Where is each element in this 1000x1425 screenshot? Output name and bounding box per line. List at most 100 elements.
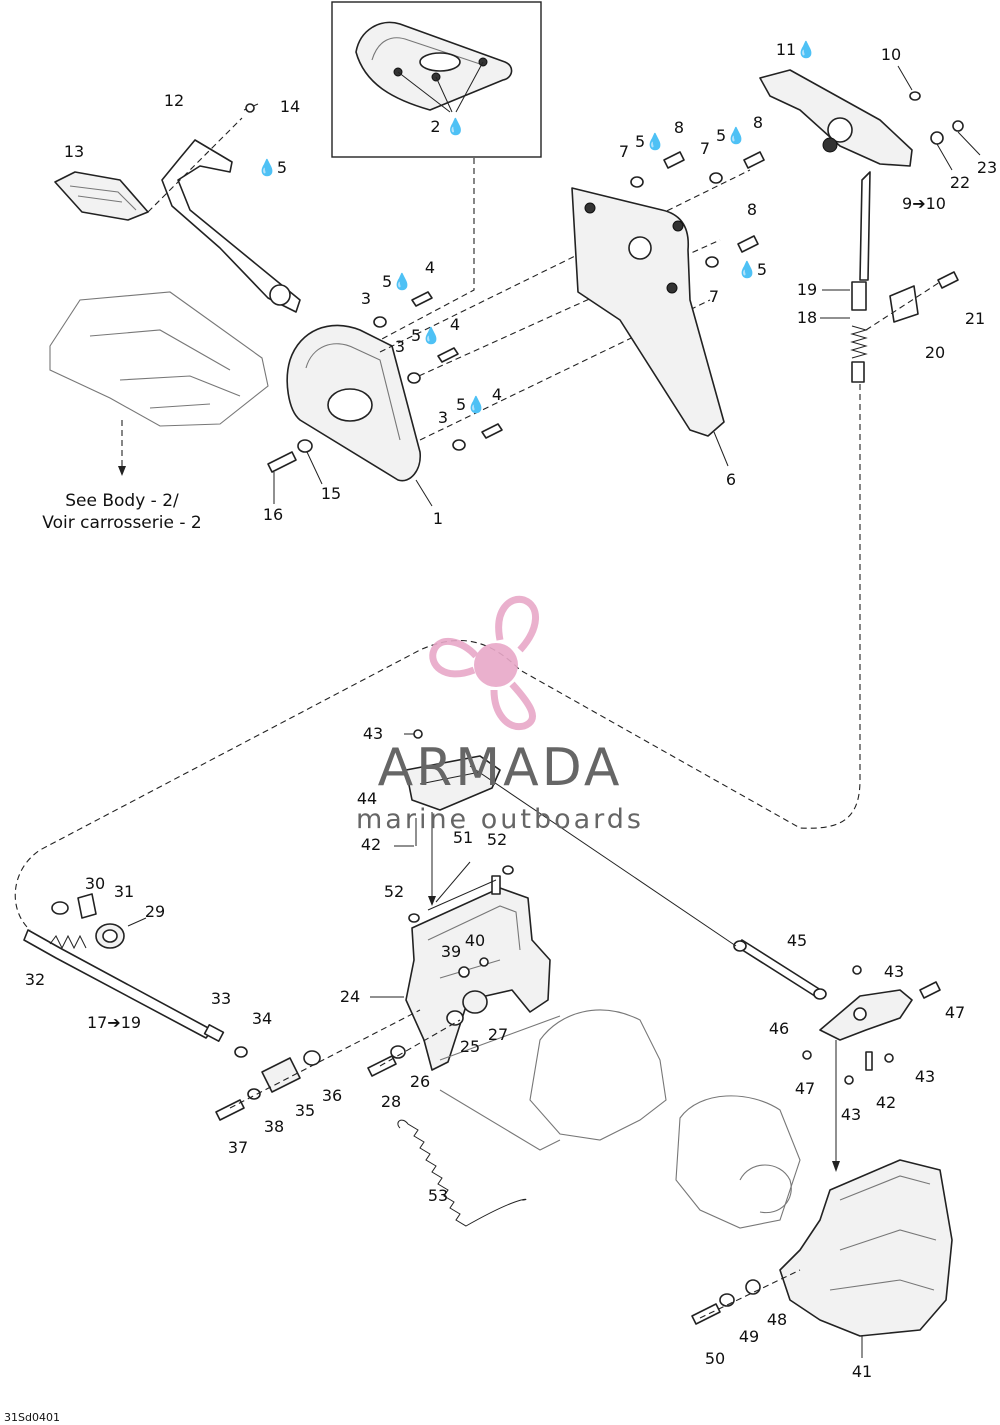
cable-route <box>14 384 861 931</box>
axis-line <box>379 1019 461 1067</box>
bracket-11-gear <box>822 137 838 153</box>
callout-7a: 7 <box>618 142 630 161</box>
rod-axis <box>469 765 737 947</box>
callout-12: 12 <box>163 91 185 110</box>
washer-3 <box>407 372 421 384</box>
screw-4 <box>481 423 503 439</box>
callout-29: 29 <box>144 902 166 921</box>
screw-14 <box>245 103 255 113</box>
washer-3 <box>373 316 387 328</box>
cable-fitting-19 <box>851 281 867 311</box>
callout-42a: 42 <box>360 835 382 854</box>
callout-19a: 19 <box>796 280 818 299</box>
leaders-10-22-23 <box>897 65 981 171</box>
axis-line <box>229 1009 421 1109</box>
callout-5e: 5💧 <box>634 132 666 151</box>
see-body-note-line-en: See Body - 2/ <box>65 491 179 511</box>
callout-22: 22 <box>949 173 971 192</box>
callout-16: 16 <box>262 505 284 524</box>
nut-43 <box>413 729 423 739</box>
rod-45-eye <box>813 988 827 1000</box>
leaders-43-42 <box>394 733 417 847</box>
arrow-head <box>832 1161 840 1172</box>
callout-49: 49 <box>738 1327 760 1346</box>
callout-6: 6 <box>725 470 737 489</box>
axis-line <box>865 281 941 331</box>
foot-pad <box>54 171 149 221</box>
plate-6-rivet <box>666 282 678 294</box>
callout-7c: 7 <box>708 287 720 306</box>
washer-7 <box>630 176 644 188</box>
bracket-44-edge <box>419 771 481 785</box>
callout-5c: 5💧 <box>410 326 442 345</box>
washer-7 <box>709 172 723 184</box>
washer-3 <box>452 439 466 451</box>
callout-45: 45 <box>786 931 808 950</box>
callout-21: 21 <box>964 309 986 328</box>
housing-1-inner <box>305 343 401 441</box>
see-body-note-line-fr: Voir carrosserie - 2 <box>42 513 202 533</box>
washer-25 <box>446 1010 464 1026</box>
see-body-note: See Body - 2/ Voir carrosserie - 2 <box>42 490 201 534</box>
washer-22 <box>930 131 944 145</box>
callout-38: 38 <box>263 1117 285 1136</box>
lever-hub <box>269 284 291 306</box>
nut-52 <box>502 865 514 875</box>
watermark-brand-name: ARMADA <box>377 738 623 798</box>
screw-8 <box>743 151 765 169</box>
pump-ghost <box>529 1009 667 1141</box>
figure-code: 31Sd0401 <box>4 1411 60 1424</box>
spring-53 <box>397 1119 527 1227</box>
washer-7 <box>705 256 719 268</box>
leaders-19-18 <box>820 289 850 319</box>
pump-ghost-ring <box>739 1164 792 1214</box>
nut-23 <box>952 120 964 132</box>
callout-2: 2 💧 <box>430 117 466 136</box>
callout-11: 11💧 <box>775 40 817 59</box>
callout-9: 9➔10 <box>902 194 946 213</box>
callout-48: 48 <box>766 1310 788 1329</box>
callout-43b: 43 <box>883 962 905 981</box>
arrow-head <box>428 896 436 906</box>
callout-3c: 3 <box>437 408 449 427</box>
callout-5d: 5💧 <box>455 395 487 414</box>
callout-4b: 4 <box>449 315 461 334</box>
reverse-gate-41 <box>779 1159 953 1337</box>
cable-end-33 <box>203 1024 225 1042</box>
washer-49 <box>719 1293 735 1307</box>
housing-1-hole <box>327 388 373 422</box>
pin-51 <box>491 875 501 895</box>
foot-pad-ridges <box>69 185 137 211</box>
inset-bracket-edge <box>371 37 481 65</box>
callout-39: 39 <box>440 942 462 961</box>
screw-4 <box>437 347 459 363</box>
callout-46: 46 <box>768 1019 790 1038</box>
nut-43 <box>844 1075 854 1085</box>
callout-26: 26 <box>409 1072 431 1091</box>
callout-52b: 52 <box>383 882 405 901</box>
pump-ghost-lines <box>439 1015 801 1229</box>
pin-42 <box>865 1051 873 1071</box>
callout-4a: 4 <box>424 258 436 277</box>
nut-43 <box>852 965 862 975</box>
callout-24: 24 <box>339 987 361 1006</box>
callout-53: 53 <box>427 1186 449 1205</box>
arrow-head <box>118 466 126 476</box>
inset-link-line <box>379 158 475 341</box>
nut-52 <box>408 913 420 923</box>
plate-6-hole <box>628 236 652 260</box>
cable-32 <box>23 929 213 1039</box>
reverse-bracket-edge <box>427 905 521 979</box>
callout-43a: 43 <box>362 724 384 743</box>
leader-1 <box>415 479 433 507</box>
plate-6-rivet <box>672 220 684 232</box>
callout-27: 27 <box>487 1025 509 1044</box>
cable-32-thread <box>49 934 87 950</box>
plate-6-rivet <box>584 202 596 214</box>
rod-45-eye <box>733 940 747 952</box>
cable-rod <box>859 171 871 281</box>
callout-18: 18 <box>796 308 818 327</box>
callout-8c: 8 <box>746 200 758 219</box>
